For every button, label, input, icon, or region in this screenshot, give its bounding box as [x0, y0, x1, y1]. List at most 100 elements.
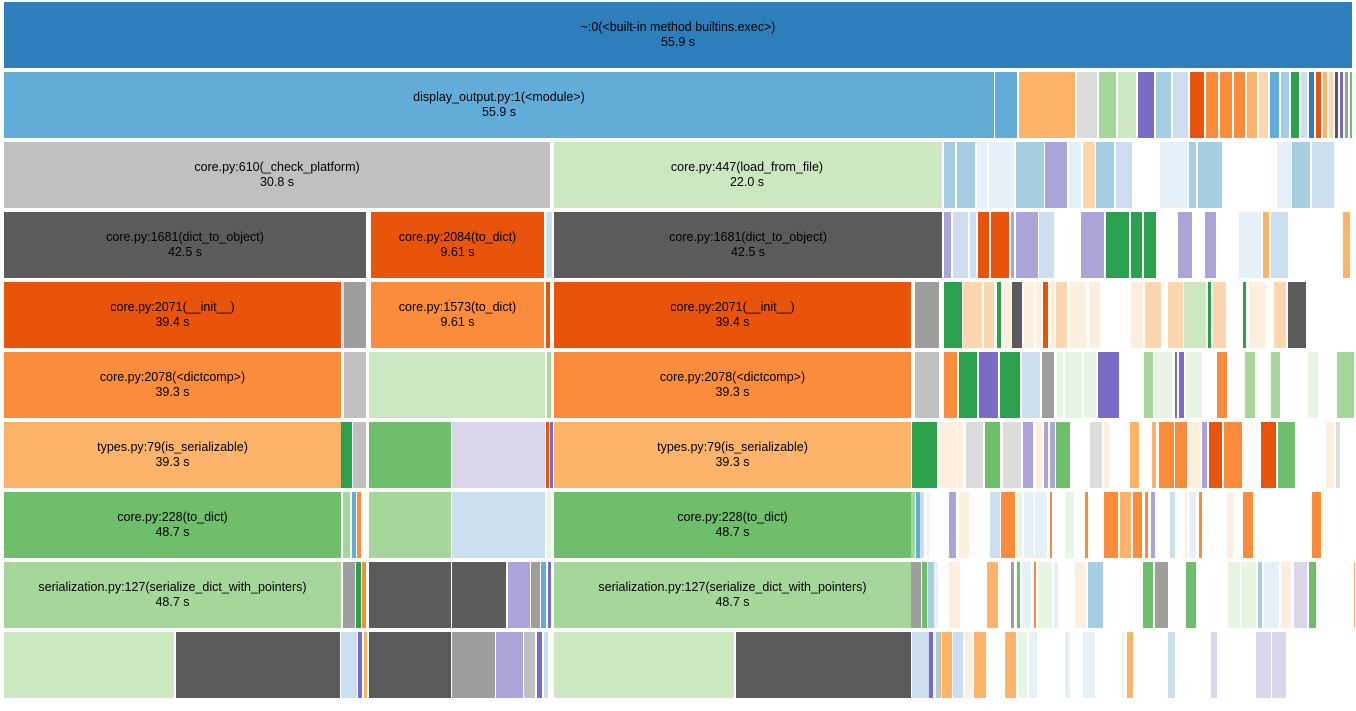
- flame-frame-narrow[interactable]: [1175, 422, 1188, 488]
- flame-frame-narrow[interactable]: [342, 282, 344, 348]
- flame-frame-narrow[interactable]: [1022, 562, 1032, 628]
- flame-frame-narrow[interactable]: [1179, 352, 1185, 418]
- flame-frame-narrow[interactable]: [1001, 492, 1015, 558]
- flame-frame-narrow[interactable]: [1106, 212, 1129, 278]
- flame-frame-narrow[interactable]: [1096, 142, 1114, 208]
- flame-frame-narrow[interactable]: [1316, 72, 1321, 138]
- flame-frame-narrow[interactable]: [1248, 282, 1266, 348]
- flame-frame-narrow[interactable]: [1041, 352, 1055, 418]
- flame-frame-narrow[interactable]: [1064, 492, 1074, 558]
- flame-frame-narrow[interactable]: [1143, 212, 1156, 278]
- flame-frame-narrow[interactable]: [1024, 492, 1034, 558]
- flame-frame-narrow[interactable]: [990, 492, 1000, 558]
- flame-frame-narrow[interactable]: [991, 212, 1009, 278]
- flame-frame-narrow[interactable]: [357, 492, 361, 558]
- flame-frame-narrow[interactable]: [973, 632, 987, 698]
- flame-frame-narrow[interactable]: [1209, 422, 1223, 488]
- flame-frame-narrow[interactable]: [1133, 492, 1143, 558]
- flame-frame[interactable]: core.py:2071(__init__)39.4 s: [4, 282, 341, 348]
- flame-frame-narrow[interactable]: [1056, 352, 1064, 418]
- flame-frame-narrow[interactable]: [965, 422, 984, 488]
- flame-frame-narrow[interactable]: [1129, 422, 1139, 488]
- flame-frame-narrow[interactable]: [1205, 212, 1216, 278]
- flame-frame-narrow[interactable]: [452, 492, 545, 558]
- flame-frame-narrow[interactable]: [1308, 352, 1319, 418]
- flame-frame-narrow[interactable]: [1184, 492, 1188, 558]
- flame-frame-narrow[interactable]: [1021, 352, 1041, 418]
- flame-frame-narrow[interactable]: [1184, 282, 1207, 348]
- flame-frame-narrow[interactable]: [1273, 282, 1286, 348]
- flame-frame-narrow[interactable]: [1036, 282, 1042, 348]
- flame-frame-narrow[interactable]: [1010, 212, 1015, 278]
- flame-frame-narrow[interactable]: [1012, 282, 1023, 348]
- flame-frame[interactable]: core.py:2071(__init__)39.4 s: [554, 282, 911, 348]
- flame-frame-narrow[interactable]: [1345, 72, 1348, 138]
- flame-frame-narrow[interactable]: [362, 562, 366, 628]
- flame-frame-narrow[interactable]: [1074, 562, 1087, 628]
- flame-frame-narrow[interactable]: [1170, 492, 1176, 558]
- flame-frame-narrow[interactable]: [341, 632, 357, 698]
- flame-frame-narrow[interactable]: [1016, 212, 1038, 278]
- flame-frame-narrow[interactable]: [957, 142, 976, 208]
- flame-frame-narrow[interactable]: [1206, 72, 1218, 138]
- flame-frame-narrow[interactable]: [1035, 422, 1043, 488]
- flame-frame[interactable]: core.py:610(_check_platform)30.8 s: [4, 142, 550, 208]
- flame-frame[interactable]: ~:0(<built-in method builtins.exec>)55.9…: [4, 2, 1352, 68]
- flame-frame-narrow[interactable]: [1090, 422, 1102, 488]
- flame-frame-narrow[interactable]: [1064, 352, 1082, 418]
- flame-frame-narrow[interactable]: [343, 562, 355, 628]
- flame-frame[interactable]: serialization.py:127(serialize_dict_with…: [4, 562, 341, 628]
- flame-frame-narrow[interactable]: [1035, 492, 1048, 558]
- flame-frame-narrow[interactable]: [1213, 282, 1226, 348]
- flame-frame[interactable]: core.py:1681(dict_to_object)42.5 s: [4, 212, 366, 278]
- flame-frame-narrow[interactable]: [541, 562, 546, 628]
- flame-frame-narrow[interactable]: [369, 422, 451, 488]
- flame-frame-narrow[interactable]: [524, 632, 535, 698]
- flame-frame-narrow[interactable]: [1264, 562, 1279, 628]
- flame-frame-narrow[interactable]: [1022, 422, 1034, 488]
- flame-frame-narrow[interactable]: [369, 492, 451, 558]
- flame-frame-narrow[interactable]: [940, 142, 942, 208]
- flame-frame-narrow[interactable]: [1154, 352, 1173, 418]
- flame-frame-narrow[interactable]: [1000, 352, 1020, 418]
- flame-frame-narrow[interactable]: [1156, 72, 1171, 138]
- flame-frame[interactable]: display_output.py:1(<module>)55.9 s: [4, 72, 994, 138]
- flame-frame-narrow[interactable]: [1104, 422, 1110, 488]
- flame-frame-narrow[interactable]: [922, 562, 927, 628]
- flame-frame-narrow[interactable]: [936, 632, 940, 698]
- flame-frame-narrow[interactable]: [1024, 282, 1035, 348]
- flame-frame-narrow[interactable]: [1168, 282, 1183, 348]
- flame-frame-narrow[interactable]: [942, 632, 952, 698]
- flame-frame-narrow[interactable]: [547, 492, 551, 558]
- flame-frame-narrow[interactable]: [358, 632, 362, 698]
- flame-frame-narrow[interactable]: [1244, 352, 1255, 418]
- flame-frame-narrow[interactable]: [1258, 562, 1263, 628]
- flame-frame-narrow[interactable]: [1335, 72, 1338, 138]
- flame-frame-narrow[interactable]: [1115, 142, 1133, 208]
- flame-frame-narrow[interactable]: [1271, 212, 1288, 278]
- flame-frame-narrow[interactable]: [1263, 212, 1270, 278]
- flame-frame-narrow[interactable]: [965, 632, 972, 698]
- flame-frame-narrow[interactable]: [1343, 212, 1351, 278]
- flame-frame-narrow[interactable]: [343, 492, 350, 558]
- flame-frame-narrow[interactable]: [1281, 72, 1289, 138]
- flame-frame[interactable]: serialization.py:127(serialize_dict_with…: [554, 562, 911, 628]
- flame-frame-narrow[interactable]: [1337, 352, 1354, 418]
- flame-frame-narrow[interactable]: [1144, 492, 1149, 558]
- flame-frame-narrow[interactable]: [1144, 282, 1161, 348]
- flame-frame-narrow[interactable]: [1019, 72, 1075, 138]
- flame-frame-narrow[interactable]: [1015, 142, 1044, 208]
- flame-frame-narrow[interactable]: [1084, 492, 1088, 558]
- flame-frame-narrow[interactable]: [1243, 492, 1254, 558]
- flame-frame-narrow[interactable]: [341, 422, 352, 488]
- flame-frame-narrow[interactable]: [1259, 72, 1268, 138]
- flame-frame-narrow[interactable]: [364, 632, 367, 698]
- flame-frame-narrow[interactable]: [1208, 282, 1212, 348]
- flame-frame-narrow[interactable]: [546, 212, 552, 278]
- flame-frame-narrow[interactable]: [944, 282, 962, 348]
- flame-frame-narrow[interactable]: [369, 632, 451, 698]
- flame-frame-narrow[interactable]: [1016, 562, 1021, 628]
- flame-frame-narrow[interactable]: [1119, 492, 1131, 558]
- flame-frame[interactable]: [4, 632, 174, 698]
- flame-frame-narrow[interactable]: [1054, 562, 1059, 628]
